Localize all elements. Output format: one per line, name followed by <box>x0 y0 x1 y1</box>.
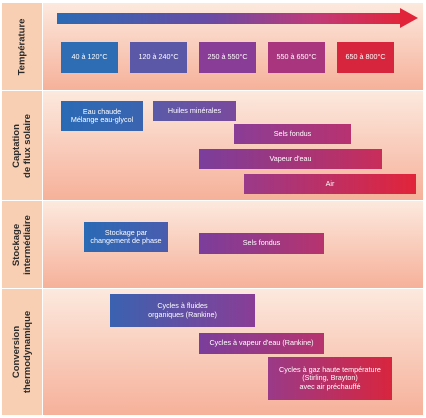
stockage-sels-fondus: Sels fondus <box>199 233 324 254</box>
temp-range-2: 120 à 240°C <box>130 42 187 73</box>
conversion-label: Conversion thermodynamique <box>11 310 33 394</box>
temp-range-3: 250 à 550°C <box>199 42 256 73</box>
temperature-arrow-shaft <box>57 13 402 24</box>
conversion-vapeur-eau: Cycles à vapeur d'eau (Rankine) <box>199 333 324 354</box>
temperature-label: Température <box>16 18 28 75</box>
conversion-gaz-haute-temperature: Cycles à gaz haute température (Stirling… <box>268 357 392 400</box>
conversion-fluides-organiques: Cycles à fluides organiques (Rankine) <box>110 294 255 327</box>
temp-range-4: 550 à 650°C <box>268 42 325 73</box>
captation-sels-fondus: Sels fondus <box>234 124 351 144</box>
captation-air: Air <box>244 174 416 194</box>
captation-label-column: Captation de flux solaire <box>2 91 43 200</box>
captation-vapeur-eau: Vapeur d'eau <box>199 149 382 169</box>
captation-eau-chaude: Eau chaude Mélange eau-glycol <box>61 101 143 131</box>
stockage-changement-phase: Stockage par changement de phase <box>84 222 168 252</box>
stockage-label: Stockage intermédiaire <box>11 214 33 275</box>
temperature-label-column: Température <box>2 3 43 90</box>
captation-huiles-minerales: Huiles minérales <box>153 101 236 121</box>
conversion-label-column: Conversion thermodynamique <box>2 289 43 415</box>
stockage-label-column: Stockage intermédiaire <box>2 201 43 288</box>
temp-range-5: 650 à 800°C <box>337 42 394 73</box>
temperature-arrow-head-icon <box>400 8 418 28</box>
temp-range-1: 40 à 120°C <box>61 42 118 73</box>
captation-label: Captation de flux solaire <box>11 113 33 178</box>
